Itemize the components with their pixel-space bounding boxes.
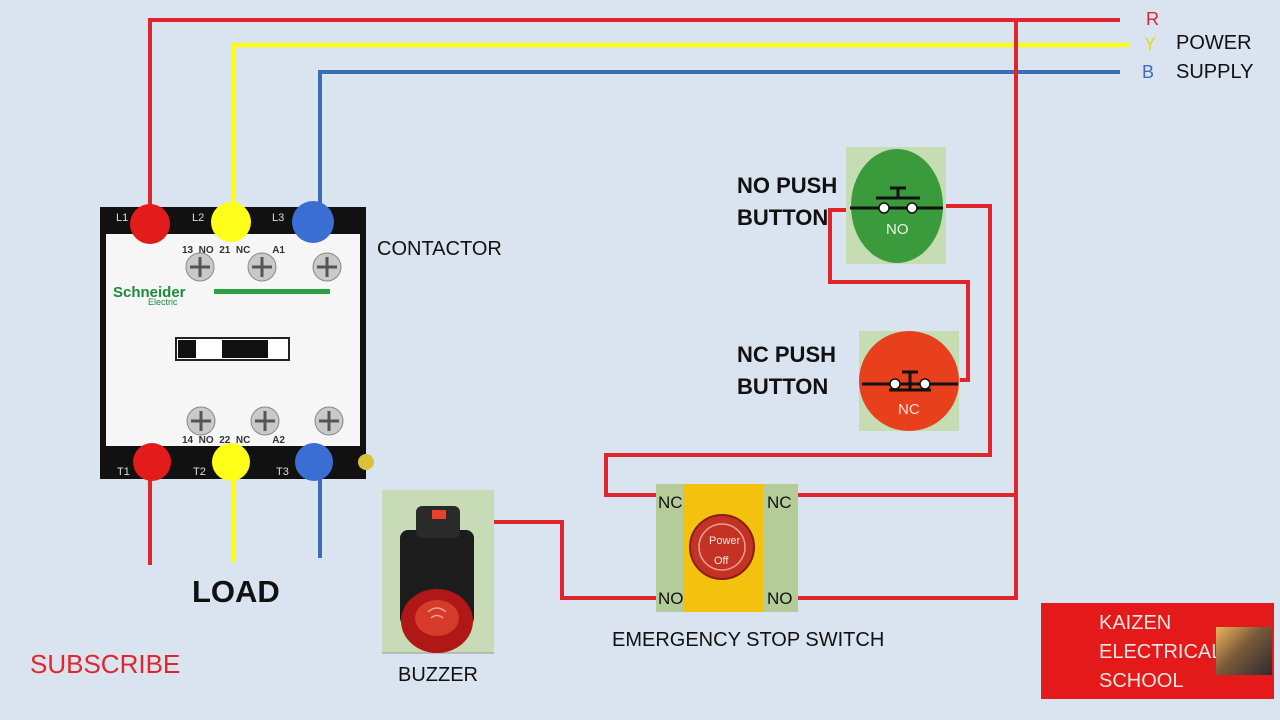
banner-line1: KAIZEN: [1099, 612, 1172, 634]
no-button-face: [851, 149, 943, 263]
aux-top-labels: 13 NO 21 NC A1: [182, 245, 285, 256]
brand-stripe: [214, 289, 330, 294]
screw-slot: [190, 257, 337, 277]
banner-line3: SCHOOL: [1099, 670, 1184, 692]
no-push-button-line2: BUTTON: [737, 205, 829, 230]
phase-label-b: B: [1142, 62, 1155, 82]
wire-no-to-nc: [828, 208, 970, 382]
channel-banner[interactable]: KAIZEN ELECTRICAL SCHOOL: [1041, 603, 1274, 699]
phase-label-r: R: [1146, 9, 1159, 29]
no-push-button-line1: NO PUSH: [737, 173, 838, 198]
wire-b-phase: [318, 70, 1120, 212]
wire-r-phase: [148, 18, 1120, 212]
estop-contact-no-left: NO: [658, 589, 684, 608]
contactor-label: CONTACTOR: [377, 238, 502, 260]
subscribe-link[interactable]: SUBSCRIBE: [30, 649, 181, 679]
nc-push-button-line2: BUTTON: [737, 374, 829, 399]
emergency-stop-label: EMERGENCY STOP SWITCH: [612, 629, 885, 651]
terminal-label-l3: L3: [272, 212, 284, 224]
estop-contact-no-right: NO: [767, 589, 793, 608]
terminal-l3: [292, 201, 334, 243]
wire-buzzer-to-estop: [470, 520, 658, 600]
brand-logo: Schneider: [113, 284, 186, 301]
window-block: [222, 340, 244, 358]
buzzer: [382, 490, 494, 654]
buzzer-collar: [416, 506, 460, 538]
wire-y-phase: [231, 43, 1130, 212]
buzzer-label: BUZZER: [398, 664, 478, 686]
wire-r-drop: [796, 20, 1018, 600]
estop-contact-nc-left: NC: [658, 493, 683, 512]
aux-bottom-screws: [186, 406, 344, 436]
aux-top-screws: [185, 252, 342, 282]
contactor: L1 L2 L3 13 NO 21 NC A1 Schneider Electr…: [100, 201, 374, 481]
terminal-label-t3: T3: [276, 466, 289, 478]
terminal-t1: [133, 443, 171, 481]
screw-slot: [191, 411, 339, 431]
no-contact-dot: [906, 202, 918, 214]
nc-push-button: NC: [859, 331, 959, 431]
terminal-label-t2: T2: [193, 466, 206, 478]
no-contact-bridge: [876, 186, 920, 200]
window-block: [266, 340, 268, 358]
supply-wires: [148, 18, 1130, 212]
load-label: LOAD: [192, 574, 280, 609]
terminal-t3: [295, 443, 333, 481]
terminal-partial: [358, 454, 374, 470]
aux-bottom-labels: 14 NO 22 NC A2: [182, 435, 285, 446]
buzzer-terminal: [432, 510, 446, 519]
banner-text: KAIZEN ELECTRICAL SCHOOL: [1099, 609, 1222, 696]
nc-push-button-label: NC PUSH BUTTON: [737, 339, 836, 403]
estop-button-text-2: Off: [714, 555, 729, 567]
wire-no-to-estop: [604, 204, 992, 497]
terminal-label-l2: L2: [192, 212, 204, 224]
estop-button-text-1: Power: [709, 535, 741, 547]
nc-contact-bridge: [889, 370, 931, 392]
terminal-label-t1: T1: [117, 466, 130, 478]
phase-label-y: Y: [1144, 34, 1157, 54]
power-supply-line2: SUPPLY: [1176, 61, 1254, 83]
terminal-t2: [212, 443, 250, 481]
control-wires: [470, 20, 1018, 600]
nc-push-button-line1: NC PUSH: [737, 342, 837, 367]
no-push-button: NO: [846, 147, 946, 264]
window-block: [178, 340, 196, 358]
nc-button-face-text: NC: [898, 401, 920, 418]
no-contact-dot: [878, 202, 890, 214]
buzzer-sound-icon: [427, 607, 447, 619]
buzzer-lens-highlight: [415, 600, 459, 636]
estop-contact-nc-right: NC: [767, 493, 792, 512]
brand-logo-sub: Electric: [148, 297, 178, 307]
banner-photo: [1216, 627, 1272, 675]
terminal-l2: [211, 202, 251, 242]
window-block: [244, 340, 266, 358]
power-supply-line1: POWER: [1176, 32, 1252, 54]
no-button-face-text: NO: [886, 221, 909, 238]
emergency-stop-switch: Power Off NC NC NO NO: [656, 484, 798, 612]
nc-contact-dot: [919, 378, 931, 390]
no-push-button-label: NO PUSH BUTTON: [737, 170, 837, 234]
nc-contact-dot: [889, 378, 901, 390]
terminal-label-l1: L1: [116, 212, 128, 224]
estop-button-rim: [698, 523, 746, 571]
load-wires: [148, 478, 322, 565]
terminal-l1: [130, 204, 170, 244]
power-supply-label: POWER SUPPLY: [1176, 29, 1253, 87]
banner-line2: ELECTRICAL: [1099, 641, 1223, 663]
